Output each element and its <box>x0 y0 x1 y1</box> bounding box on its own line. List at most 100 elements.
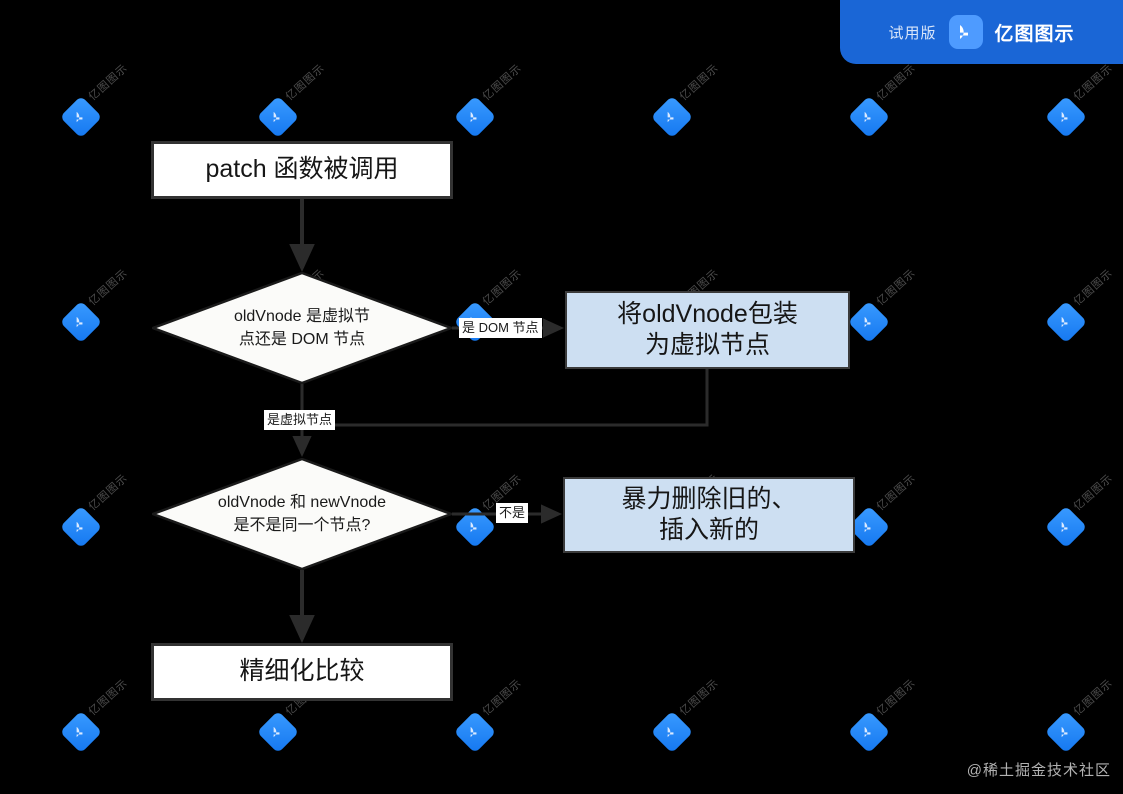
edraw-logo-glyph <box>66 102 96 132</box>
watermark-tile: 亿图图示 <box>256 62 355 144</box>
watermark-tile: 亿图图示 <box>650 677 749 759</box>
process-line-1: 将oldVnode包装 <box>617 299 798 328</box>
watermark-text: 亿图图示 <box>874 472 919 514</box>
edge-label-not-same: 不是 <box>496 503 529 523</box>
watermark-tile: 亿图图示 <box>256 677 355 759</box>
edraw-logo-icon <box>453 710 497 754</box>
watermark-text: 亿图图示 <box>480 677 525 719</box>
edraw-logo-glyph <box>657 717 687 747</box>
watermark-tile: 亿图图示 <box>847 677 946 759</box>
watermark-text: 亿图图示 <box>480 267 525 309</box>
flow-node-label: 精细化比较 <box>239 657 365 686</box>
edraw-logo-icon <box>1044 95 1088 139</box>
edraw-logo-glyph <box>66 307 96 337</box>
edraw-logo-icon <box>847 300 891 344</box>
flow-node-oldvnode-type-decision[interactable]: oldVnode 是虚拟节 点还是 DOM 节点 <box>152 272 452 384</box>
edraw-logo-glyph <box>263 717 293 747</box>
watermark-tile: 亿图图示 <box>847 267 946 349</box>
watermark-text: 亿图图示 <box>86 62 131 104</box>
watermark-text: 亿图图示 <box>677 677 722 719</box>
edraw-logo-glyph <box>66 717 96 747</box>
watermark-text: 亿图图示 <box>283 62 328 104</box>
process-line-2: 插入新的 <box>658 516 759 544</box>
edraw-logo-glyph <box>460 102 490 132</box>
edraw-logo-icon <box>847 95 891 139</box>
edraw-logo-icon <box>256 710 300 754</box>
watermark-text: 亿图图示 <box>874 677 919 719</box>
edraw-logo-glyph <box>66 512 96 542</box>
watermark-tile: 亿图图示 <box>59 472 158 554</box>
edraw-logo-glyph <box>263 102 293 132</box>
edraw-logo-icon <box>650 95 694 139</box>
edraw-logo-glyph <box>854 307 884 337</box>
edraw-logo-icon <box>59 710 103 754</box>
edraw-logo-glyph <box>1051 307 1081 337</box>
brand-name: 亿图图示 <box>994 23 1075 45</box>
flow-node-label: 将oldVnode包装 为虚拟节点 <box>617 299 798 362</box>
decision-line-1: oldVnode 是虚拟节 <box>233 307 371 325</box>
edge-label-is-virtual-node: 是虚拟节点 <box>264 410 336 430</box>
watermark-text: 亿图图示 <box>1071 62 1116 104</box>
watermark-tile: 亿图图示 <box>59 267 158 349</box>
flow-node-force-replace[interactable]: 暴力删除旧的、 插入新的 <box>563 477 855 553</box>
trial-label: 试用版 <box>888 24 937 42</box>
watermark-text: 亿图图示 <box>1071 677 1116 719</box>
edraw-logo-glyph <box>1051 717 1081 747</box>
watermark-tile: 亿图图示 <box>1044 267 1123 349</box>
edraw-logo-glyph <box>1051 102 1081 132</box>
watermark-tile: 亿图图示 <box>1044 62 1123 144</box>
watermark-tile: 亿图图示 <box>650 62 749 144</box>
edraw-logo-icon <box>59 95 103 139</box>
watermark-tile: 亿图图示 <box>453 677 552 759</box>
edraw-logo-icon <box>1044 710 1088 754</box>
trial-banner[interactable]: 试用版 亿图图示 <box>840 0 1123 64</box>
watermark-text: 亿图图示 <box>480 62 525 104</box>
edge-label-is-dom-node: 是 DOM 节点 <box>459 318 542 338</box>
decision-line-2: 点还是 DOM 节点 <box>238 331 366 348</box>
watermark-tile: 亿图图示 <box>847 472 946 554</box>
diamond-shape <box>152 458 452 570</box>
watermark-text: 亿图图示 <box>86 267 131 309</box>
edraw-logo-glyph <box>854 717 884 747</box>
edraw-logo-icon <box>1044 300 1088 344</box>
edraw-logo-icon <box>847 710 891 754</box>
edraw-logo-glyph <box>460 717 490 747</box>
edraw-logo-glyph <box>854 102 884 132</box>
decision-line-1: oldVnode 和 newVnode <box>217 493 387 511</box>
process-line-2: 为虚拟节点 <box>644 331 770 359</box>
watermark-tile: 亿图图示 <box>847 62 946 144</box>
edraw-logo-glyph <box>657 102 687 132</box>
flow-node-patch-called[interactable]: patch 函数被调用 <box>151 141 453 199</box>
edraw-logo-glyph <box>854 512 884 542</box>
watermark-tile: 亿图图示 <box>59 677 158 759</box>
edraw-logo-icon <box>1044 505 1088 549</box>
edraw-logo-icon <box>59 505 103 549</box>
watermark-text: 亿图图示 <box>1071 267 1116 309</box>
edraw-logo-icon <box>650 710 694 754</box>
edraw-logo-icon <box>256 95 300 139</box>
watermark-text: 亿图图示 <box>874 267 919 309</box>
watermark-tile: 亿图图示 <box>453 62 552 144</box>
watermark-tile: 亿图图示 <box>59 62 158 144</box>
edraw-logo-icon <box>59 300 103 344</box>
flow-node-label: patch 函数被调用 <box>205 155 399 184</box>
watermark-tile: 亿图图示 <box>1044 472 1123 554</box>
flow-node-label: oldVnode 是虚拟节 点还是 DOM 节点 <box>200 305 404 351</box>
flow-node-label: oldVnode 和 newVnode 是不是同一个节点? <box>204 491 400 537</box>
edraw-logo-icon <box>948 15 983 49</box>
edraw-logo-icon <box>453 505 497 549</box>
process-line-1: 暴力删除旧的、 <box>621 484 797 513</box>
credit-watermark: @稀土掘金技术社区 <box>966 762 1111 779</box>
flow-node-label: 暴力删除旧的、 插入新的 <box>621 484 796 547</box>
flow-node-same-node-decision[interactable]: oldVnode 和 newVnode 是不是同一个节点? <box>152 458 452 570</box>
flow-node-fine-grained-diff[interactable]: 精细化比较 <box>151 643 453 701</box>
watermark-text: 亿图图示 <box>86 472 131 514</box>
edraw-logo-icon <box>453 95 497 139</box>
edraw-logo-glyph <box>460 512 490 542</box>
watermark-tile: 亿图图示 <box>1044 677 1123 759</box>
watermark-text: 亿图图示 <box>677 62 722 104</box>
flow-node-wrap-oldvnode[interactable]: 将oldVnode包装 为虚拟节点 <box>565 291 850 369</box>
watermark-text: 亿图图示 <box>874 62 919 104</box>
edraw-logo-glyph <box>1051 512 1081 542</box>
